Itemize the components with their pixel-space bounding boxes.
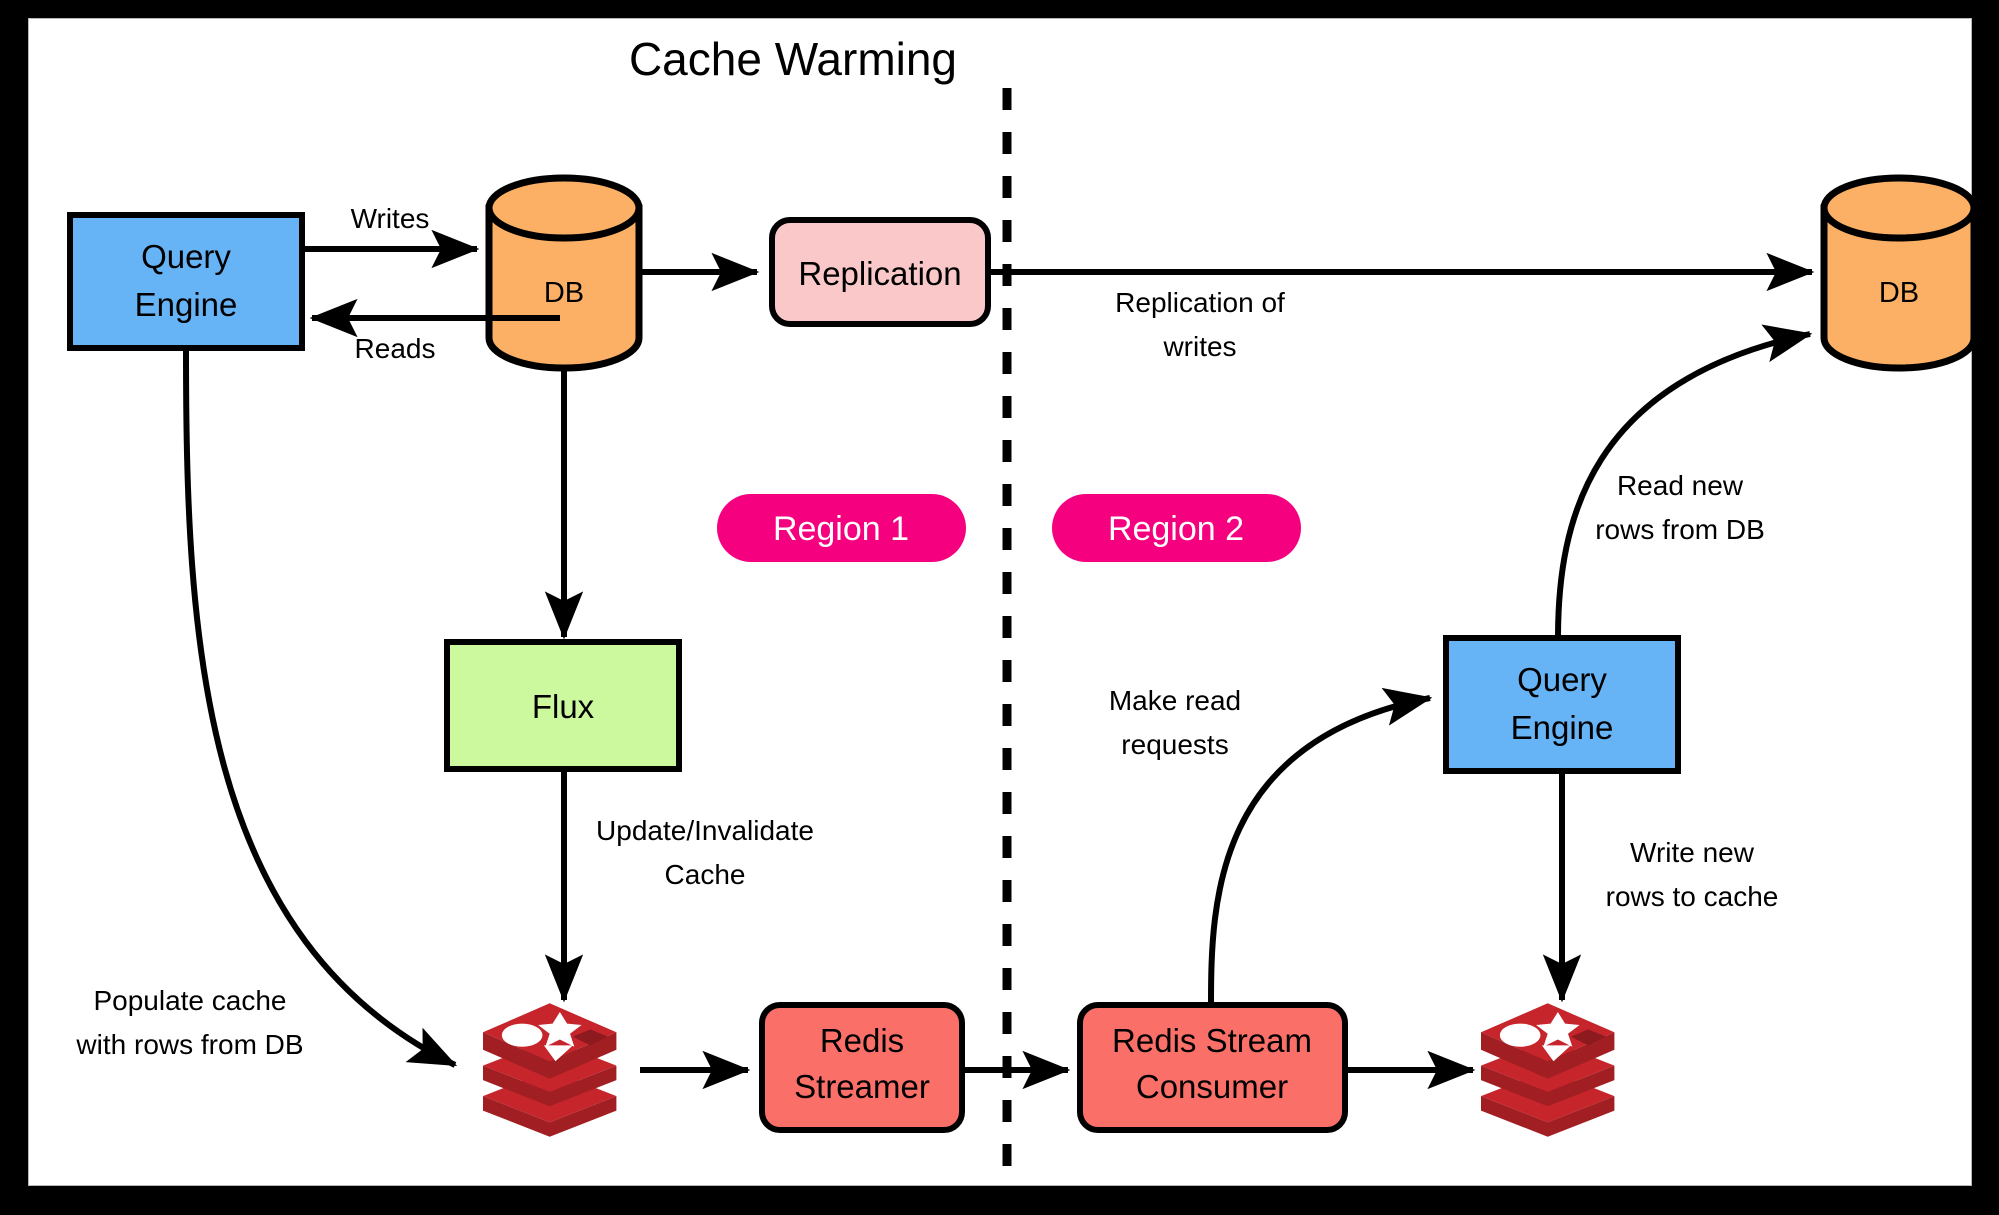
region2-label: Region 2 [1108,510,1244,548]
edge-populate-cache: Populate cache with rows from DB [75,347,458,1068]
write-new-label-line1: Write new [1630,837,1755,868]
node-flux[interactable]: Flux [444,639,682,772]
db-cylinder-top [485,174,643,242]
redis-stream-consumer-label-line2: Consumer [1136,1068,1288,1105]
edge-make-read-requests: Make read requests [1109,685,1433,1006]
db-r2-label: DB [1879,277,1919,309]
region2-pill-bg[interactable] [1052,494,1301,562]
redis-logo-icon [483,1003,617,1137]
region1-label: Region 1 [773,510,909,548]
query-engine-r2-label-line2: Engine [1511,709,1614,746]
edge-read-new-rows: Read new rows from DB [1555,324,1813,639]
read-new-label-line1: Read new [1617,470,1744,501]
page-title: Cache Warming [629,33,957,85]
read-new-rows-curve [1555,324,1813,639]
node-replication[interactable]: Replication [769,217,991,327]
region1-pill-bg[interactable] [717,494,966,562]
make-read-label-line2: requests [1121,729,1228,760]
db-r2-cylinder-top [1820,174,1978,242]
node-db-region2[interactable]: DB [1820,174,1978,372]
edge-reads: Reads [309,298,560,364]
redis-cache-icon-region2[interactable] [1481,1003,1615,1137]
query-engine-label-line1: Query [141,238,231,275]
update-invalidate-label-line1: Update/Invalidate [596,815,814,846]
node-redis-stream-consumer[interactable]: Redis Stream Consumer [1077,1002,1348,1133]
redis-cache-icon-region1[interactable] [483,1003,617,1137]
redis-streamer-label-line1: Redis [820,1022,904,1059]
populate-cache-label-line1: Populate cache [93,985,286,1016]
region-pill-1[interactable]: Region 1 [717,494,966,562]
db-r2-cylinder-body[interactable] [1820,204,1978,372]
flux-label: Flux [532,688,595,725]
node-query-engine-region2[interactable]: Query Engine [1443,635,1681,774]
region-pill-2[interactable]: Region 2 [1052,494,1301,562]
edge-update-invalidate: Update/Invalidate Cache [544,769,814,1003]
query-engine-label-line2: Engine [135,286,238,323]
replication-of-label: Replication of [1115,287,1285,318]
update-invalidate-label-line2: Cache [665,859,746,890]
replication-label: Replication [798,255,961,292]
query-engine-r2-box[interactable] [1443,635,1681,774]
node-db-region1[interactable]: DB [485,174,643,372]
writes-label: Writes [351,203,430,234]
redis-stream-consumer-label-line1: Redis Stream [1112,1022,1312,1059]
redis-streamer-label-line2: Streamer [794,1068,930,1105]
edge-writes: Writes [302,203,480,269]
query-engine-r2-label-line1: Query [1517,661,1607,698]
db-label: DB [544,277,584,309]
populate-cache-label-line2: with rows from DB [75,1029,303,1060]
reads-label: Reads [355,333,436,364]
replication-writes-label: writes [1162,331,1236,362]
edge-replication-of-writes: Replication of writes [988,252,1815,362]
node-redis-streamer[interactable]: Redis Streamer [759,1002,965,1133]
make-read-label-line1: Make read [1109,685,1241,716]
edge-write-new-rows: Write new rows to cache [1542,771,1779,1003]
redis-logo-icon-2 [1481,1003,1615,1137]
populate-cache-curve [183,347,458,1068]
write-new-label-line2: rows to cache [1606,881,1779,912]
read-new-label-line2: rows from DB [1595,514,1765,545]
node-query-engine-region1[interactable]: Query Engine [67,212,305,351]
query-engine-box[interactable] [67,212,305,351]
make-read-requests-curve [1208,687,1433,1006]
db-cylinder-body[interactable] [485,204,643,372]
